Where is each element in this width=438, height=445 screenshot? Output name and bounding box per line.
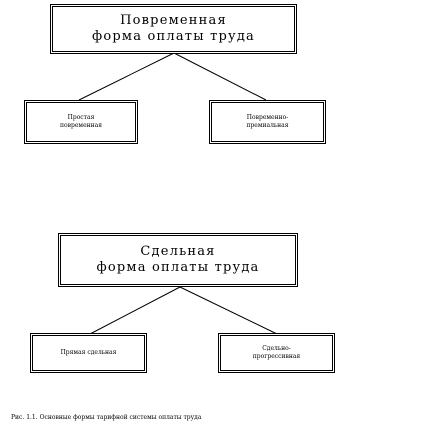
time-based-form-title: Повременная форма оплаты труда — [92, 13, 255, 46]
piece-progressive-line2: прогрессивная — [252, 353, 301, 360]
piece-progressive-line1: Сдельно- — [262, 344, 291, 352]
direct-piece-label: Прямая сдельная — [61, 349, 117, 357]
connector-bottom-right — [179, 286, 278, 335]
piece-progressive-box: Сдельно- прогрессивная — [218, 333, 335, 373]
piece-work-form-box: Сдельная форма оплаты труда — [58, 233, 298, 287]
simple-time-line1: Простая — [67, 113, 95, 121]
time-based-title-line1: Повременная — [120, 12, 227, 28]
direct-piece-box: Прямая сдельная — [30, 333, 147, 373]
simple-time-box: Простая повременная — [24, 100, 138, 144]
time-bonus-label: Повременно- премиальная — [246, 114, 288, 130]
time-bonus-line2: премиальная — [246, 122, 289, 129]
figure-caption: Рис. 1.1. Основные формы тарифной систем… — [11, 414, 202, 421]
piece-work-title-line2: форма оплаты труда — [96, 260, 260, 275]
connector-top-left — [78, 52, 175, 101]
time-bonus-box: Повременно- премиальная — [209, 100, 326, 144]
direct-piece-line1: Прямая сдельная — [60, 348, 117, 356]
piece-progressive-label: Сдельно- прогрессивная — [253, 345, 300, 361]
piece-work-form-title: Сдельная форма оплаты труда — [96, 244, 259, 277]
piece-work-title-line1: Сдельная — [140, 243, 216, 259]
time-based-title-line2: форма оплаты труда — [91, 29, 255, 44]
time-bonus-line1: Повременно- — [246, 113, 289, 121]
connector-bottom-left — [89, 286, 181, 335]
connector-top-right — [173, 52, 267, 101]
time-based-form-box: Повременная форма оплаты труда — [50, 4, 297, 54]
simple-time-line2: повременная — [60, 122, 102, 129]
simple-time-label: Простая повременная — [60, 114, 102, 130]
